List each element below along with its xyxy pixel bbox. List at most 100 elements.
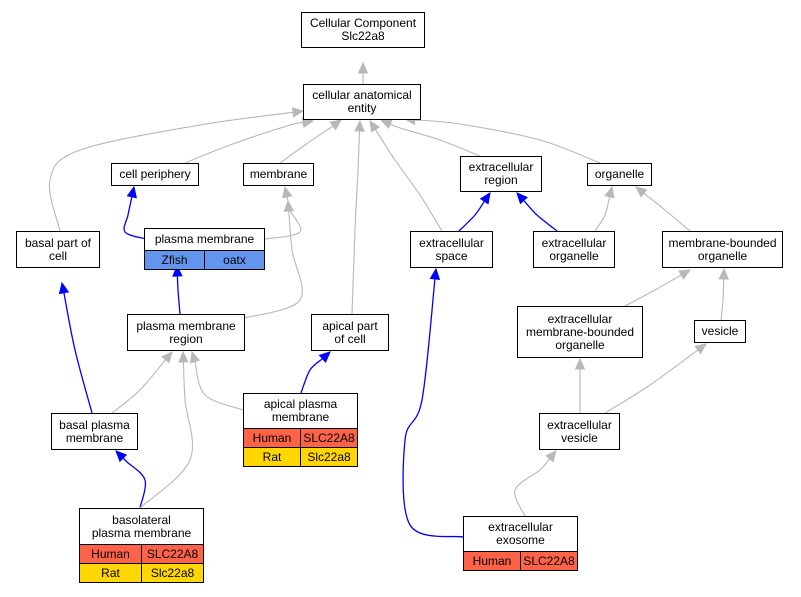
edge-blpm-bpm — [122, 457, 147, 509]
node-cellper[interactable]: cell periphery — [111, 163, 199, 186]
annotation-gene: SLC22A8 — [141, 545, 203, 563]
arrowhead-pmr-membrane — [283, 199, 295, 212]
annotation-row: Rat Slc22a8 — [244, 447, 357, 466]
edge-extspace-cae — [374, 129, 443, 232]
annotation-species: Human — [252, 431, 292, 445]
annotation-row: Human SLC22A8 — [80, 544, 203, 563]
node-label-line: Cellular Component — [309, 16, 417, 30]
edge-blpm-pmr — [139, 361, 194, 509]
edge-extspace-extreg — [458, 200, 485, 232]
edge-basalpart-cae — [48, 111, 294, 232]
node-label-line: cellular anatomical — [312, 88, 412, 102]
edge-apm-pmr — [194, 361, 244, 411]
node-label-line: membrane — [271, 410, 330, 424]
edge-cellper-cae — [184, 122, 304, 164]
arrowhead-extreg-cae — [379, 119, 393, 129]
arrowhead-basalpart-cae — [291, 107, 305, 118]
annotation-species: Zfish — [161, 253, 188, 267]
arrowhead-vesicle-mbo — [718, 267, 729, 280]
edge-extorg-extreg — [523, 199, 558, 232]
node-membrane[interactable]: membrane — [243, 163, 314, 186]
node-label-line: region — [484, 173, 518, 187]
edge-apm-apicalpart — [300, 358, 324, 394]
node-label: membrane — [244, 164, 313, 185]
edge-pmr-pm — [176, 275, 181, 315]
annotation-gene: SLC22A8 — [520, 552, 577, 570]
arrowhead-pm-membrane — [282, 185, 293, 199]
node-label-line: apical part — [322, 318, 378, 333]
node-label-line: organelle — [549, 248, 599, 263]
arrowhead-blpm-bpm — [115, 450, 128, 463]
edge-exo-extves — [514, 458, 550, 517]
annotation-species: Rat — [101, 566, 120, 580]
node-vesicle[interactable]: vesicle — [694, 320, 746, 343]
arrowhead-exo-extspace — [429, 267, 441, 281]
node-label-line: extracellular — [468, 160, 534, 174]
annotation-gene: Slc22a8 — [141, 564, 203, 582]
node-label-line: membrane — [249, 167, 308, 181]
arrowhead-bpm-basalpart — [58, 281, 70, 295]
arrowhead-extorg-extreg — [516, 192, 528, 205]
node-label-line: vesicle — [701, 324, 739, 338]
edge-vesicle-mbo — [720, 278, 725, 321]
node-label: plasma membrane — [145, 229, 264, 250]
node-label-line: plasma membrane — [91, 525, 192, 540]
node-label-line: Slc22a8 — [341, 29, 385, 43]
node-label-line: membrane-bounded — [668, 235, 777, 250]
arrowhead-extorg-organelle — [604, 185, 615, 199]
annotation-row: Rat Slc22a8 — [80, 563, 203, 582]
node-label-line: plasma membrane — [136, 318, 236, 333]
node-label-line: extracellular — [547, 417, 612, 432]
node-label-line: space — [435, 248, 468, 263]
arrowhead-extves-vesicle — [694, 343, 707, 355]
edge-extreg-cae — [389, 123, 481, 157]
arrowhead-extves-embo — [574, 357, 586, 370]
node-label: vesicle — [695, 321, 745, 342]
node-label-line: extracellular — [488, 520, 553, 534]
edge-mbo-organelle — [643, 192, 691, 232]
annotation-species: Human — [91, 547, 130, 561]
edge-bpm-basalpart — [63, 292, 93, 414]
node-label-line: basal plasma — [59, 417, 130, 432]
node-label-line: organelle — [697, 248, 748, 263]
node-organelle[interactable]: organelle — [587, 163, 652, 186]
node-label-line: extracellular — [419, 235, 484, 250]
node-label-line: cell periphery — [119, 167, 191, 181]
node-label-line: extracellular — [547, 311, 613, 326]
edge-embo-mbo — [624, 274, 682, 307]
arrowhead-mbo-organelle — [635, 186, 648, 198]
annotation-species: Rat — [262, 450, 282, 464]
arrowhead-exo-extves — [545, 450, 557, 463]
node-label-line: exosome — [496, 533, 545, 547]
arrowhead-pm-cellper — [126, 185, 137, 199]
arrowhead-extspace-cae — [369, 119, 381, 133]
annotation-gene: Slc22a8 — [300, 448, 357, 466]
node-label: organelle — [588, 164, 651, 185]
node-label-line: organelle — [594, 167, 645, 181]
